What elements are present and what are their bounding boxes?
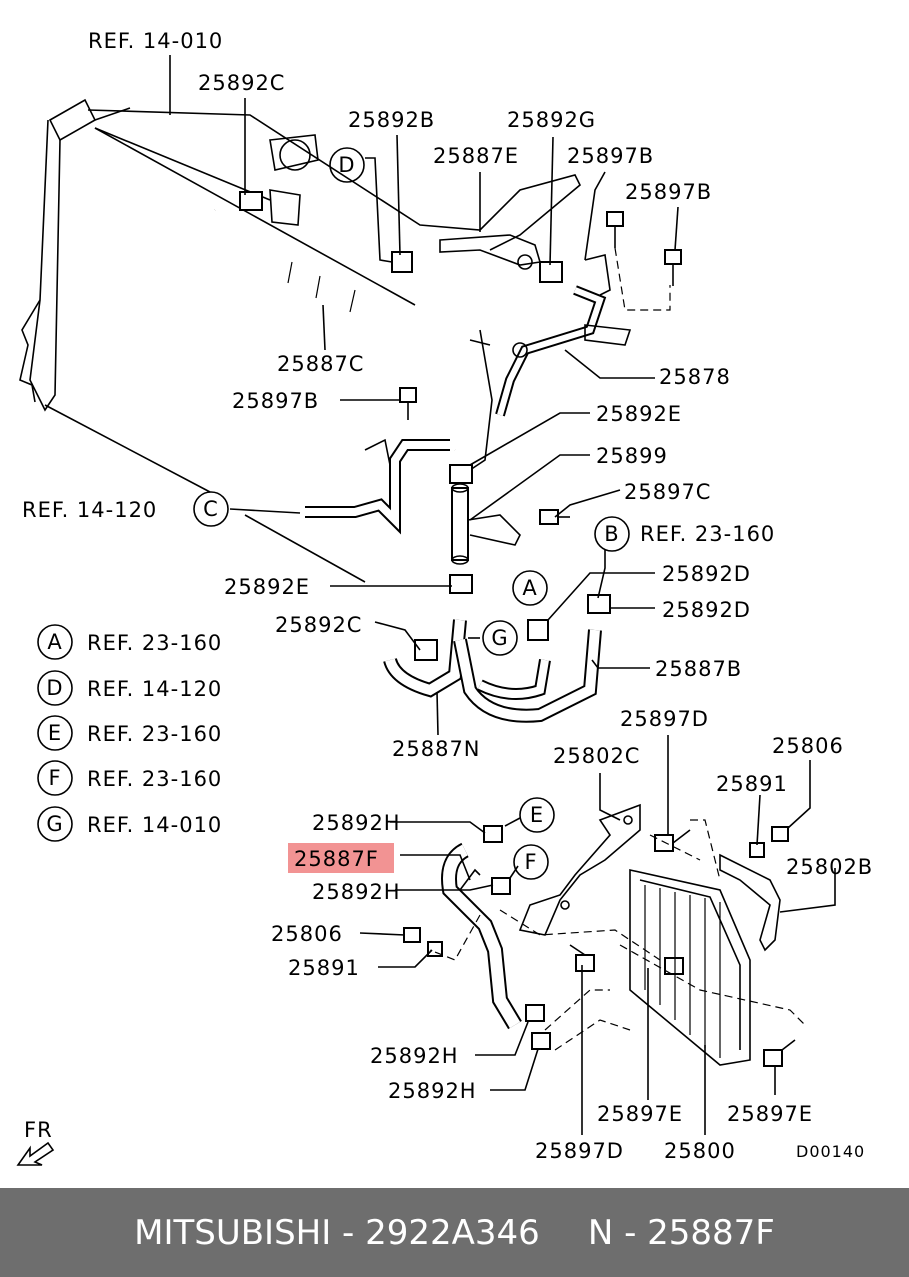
svg-text:A: A xyxy=(522,576,537,600)
dashed-lines xyxy=(429,247,806,1051)
hose-25887F xyxy=(441,842,522,1030)
label-25897D-bottom: 25897D xyxy=(535,1139,624,1163)
label-25806-right: 25806 xyxy=(772,734,844,758)
svg-text:A: A xyxy=(47,630,62,654)
front-arrow-icon: FR xyxy=(16,1118,55,1166)
label-25878: 25878 xyxy=(659,365,731,389)
svg-text:B: B xyxy=(604,522,619,546)
label-25891-right: 25891 xyxy=(716,772,788,796)
label-25887B: 25887B xyxy=(655,657,742,681)
svg-text:REF. 23-160: REF. 23-160 xyxy=(87,767,222,791)
svg-text:REF. 14-010: REF. 14-010 xyxy=(87,813,222,837)
label-25892D-2: 25892D xyxy=(662,598,751,622)
legend-item: D REF. 14-120 xyxy=(37,670,222,706)
svg-text:F: F xyxy=(524,850,537,874)
marker-D: D xyxy=(329,147,365,183)
label-25899: 25899 xyxy=(596,444,668,468)
svg-text:G: G xyxy=(491,626,508,650)
marker-F: F xyxy=(513,844,549,880)
footer-bar: MITSUBISHI - 2922A346 N - 25887F xyxy=(0,1188,909,1277)
svg-text:REF. 14-120: REF. 14-120 xyxy=(87,677,222,701)
legend-item: E REF. 23-160 xyxy=(37,715,222,751)
label-25897B-3: 25897B xyxy=(232,389,319,413)
footer-part-ref: N - 25887F xyxy=(587,1212,775,1253)
marker-E: E xyxy=(519,797,555,833)
label-25892H-3: 25892H xyxy=(370,1044,459,1068)
label-25897E-2: 25897E xyxy=(727,1102,813,1126)
marker-C: C xyxy=(193,491,229,527)
legend: A REF. 23-160 D REF. 14-120 E REF. 23-16… xyxy=(37,624,222,842)
label-25800: 25800 xyxy=(664,1139,736,1163)
svg-text:D: D xyxy=(338,153,355,177)
label-25897C: 25897C xyxy=(624,480,711,504)
bracket-25802B xyxy=(719,853,781,952)
lower-hose-25887N xyxy=(383,619,602,723)
label-25897E-1: 25897E xyxy=(597,1102,683,1126)
label-25802B: 25802B xyxy=(786,855,873,879)
legend-item: A REF. 23-160 xyxy=(37,624,222,660)
svg-text:E: E xyxy=(530,803,544,827)
upper-hose-25887E xyxy=(439,234,542,270)
label-ref-14-120: REF. 14-120 xyxy=(22,498,157,522)
radiator-outline xyxy=(19,98,581,471)
leader-lines xyxy=(44,55,836,1135)
svg-text:REF. 23-160: REF. 23-160 xyxy=(87,722,222,746)
bolts xyxy=(399,211,796,1067)
svg-text:D: D xyxy=(46,676,63,700)
label-ref-23-160-b: REF. 23-160 xyxy=(640,522,775,546)
right-pipe xyxy=(495,254,632,417)
footer-text: MITSUBISHI - 2922A346 N - 25887F xyxy=(0,1188,909,1277)
label-25892H-2: 25892H xyxy=(312,880,401,904)
svg-text:FR: FR xyxy=(24,1118,53,1142)
drawing-code: D00140 xyxy=(796,1142,865,1161)
parts-diagram: D C B A G E F REF. 14-010 25892C 25892B … xyxy=(16,29,873,1166)
legend-item: G REF. 14-010 xyxy=(37,806,222,842)
svg-text:E: E xyxy=(48,721,62,745)
label-25887C: 25887C xyxy=(277,352,364,376)
label-25897B-1: 25897B xyxy=(567,144,654,168)
label-25897D-top: 25897D xyxy=(620,707,709,731)
middle-pipe-25899 xyxy=(451,483,521,565)
label-25887N: 25887N xyxy=(392,737,481,761)
circle-markers: D C B A G E F xyxy=(193,147,630,880)
svg-text:F: F xyxy=(48,766,61,790)
svg-text:REF. 23-160: REF. 23-160 xyxy=(87,631,222,655)
left-pipe-ref14-120 xyxy=(305,438,450,535)
label-25887E: 25887E xyxy=(433,144,519,168)
label-ref-14-010-top: REF. 14-010 xyxy=(88,29,223,53)
part-labels: REF. 14-010 25892C 25892B 25892G 25887E … xyxy=(22,29,873,1163)
label-25892G: 25892G xyxy=(507,108,596,132)
label-25887F: 25887F xyxy=(294,847,379,871)
highlight-25887F xyxy=(288,843,394,873)
hose-clamps xyxy=(239,191,611,1050)
marker-B: B xyxy=(594,516,630,552)
label-25892H-1: 25892H xyxy=(312,811,401,835)
svg-text:G: G xyxy=(46,812,63,836)
label-25892H-4: 25892H xyxy=(388,1079,477,1103)
label-25892E-2: 25892E xyxy=(224,575,310,599)
oil-cooler-25800 xyxy=(629,869,751,1066)
label-25892C-2: 25892C xyxy=(275,613,362,637)
svg-text:C: C xyxy=(203,497,219,521)
label-25806-left: 25806 xyxy=(271,922,343,946)
label-25891-left: 25891 xyxy=(288,956,360,980)
legend-item: F REF. 23-160 xyxy=(37,760,222,796)
label-25892B: 25892B xyxy=(348,108,435,132)
marker-A: A xyxy=(512,570,548,606)
label-25892C-top: 25892C xyxy=(198,71,285,95)
footer-brand-part: MITSUBISHI - 2922A346 xyxy=(134,1212,540,1253)
upper-hose-25887C xyxy=(200,205,461,451)
marker-G: G xyxy=(482,620,518,656)
label-25897B-2: 25897B xyxy=(625,180,712,204)
label-25892D-1: 25892D xyxy=(662,562,751,586)
label-25892E-1: 25892E xyxy=(596,402,682,426)
label-25802C: 25802C xyxy=(553,744,640,768)
